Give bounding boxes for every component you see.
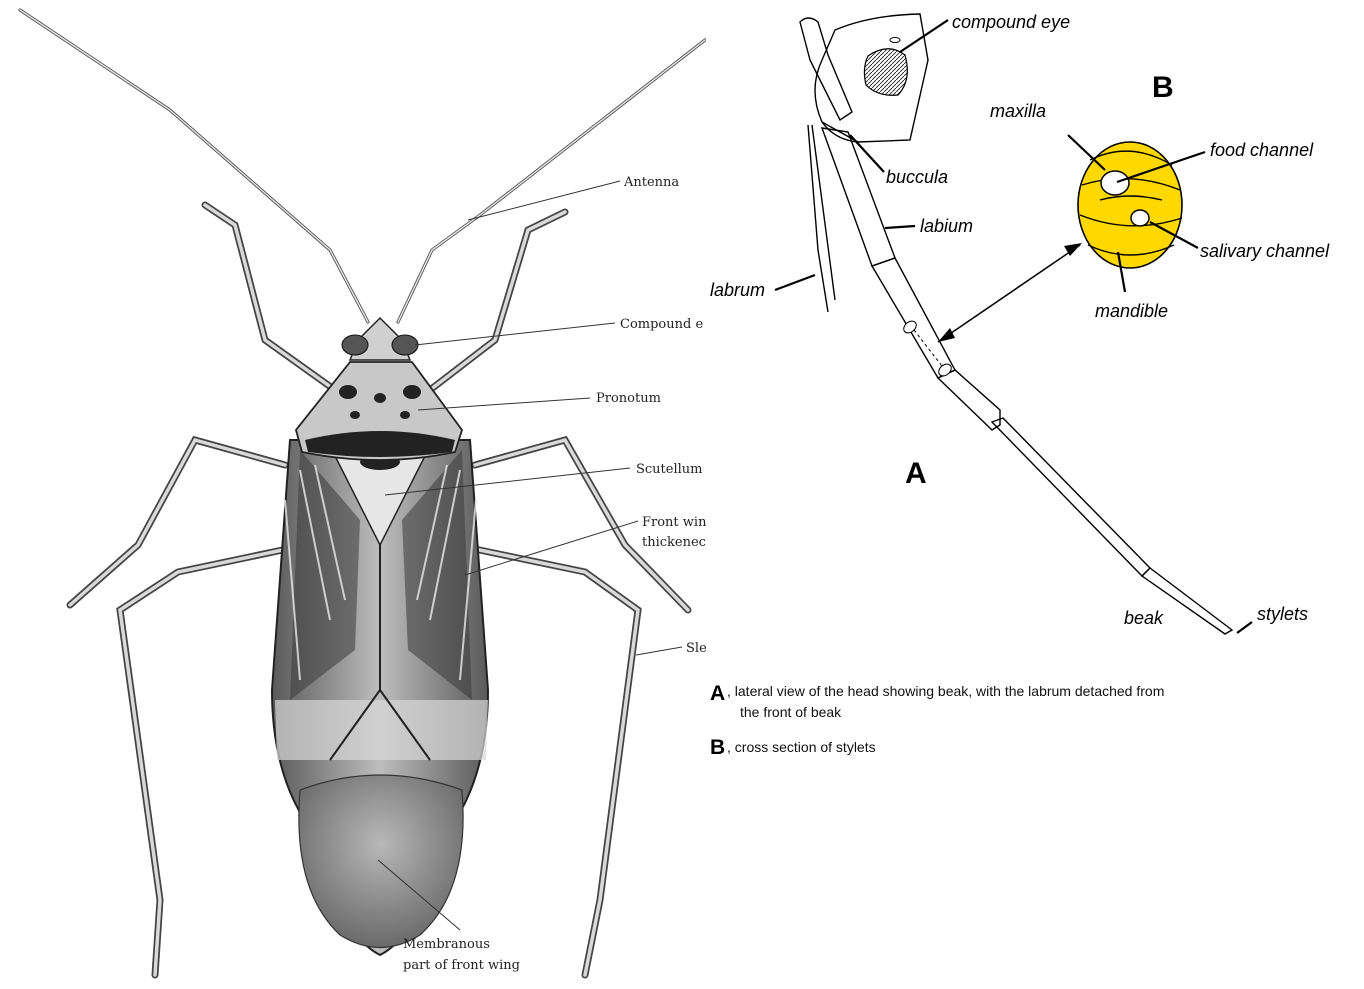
wing-pale-band bbox=[275, 700, 488, 760]
bug-eye-left bbox=[342, 335, 368, 355]
stylets-label: stylets bbox=[1257, 604, 1308, 624]
plant-bug-illustration: Antenna Compound e Pronotum Scutellum Fr… bbox=[20, 10, 707, 975]
labrum-label: labrum bbox=[710, 280, 765, 300]
labium-label: labium bbox=[920, 216, 973, 236]
caption-a-text-line1: , lateral view of the head showing beak,… bbox=[727, 683, 1164, 699]
stylet-cross-section bbox=[1078, 142, 1182, 268]
compound-eye-label: compound eye bbox=[952, 12, 1070, 32]
food-channel-label: food channel bbox=[1210, 140, 1314, 160]
stylet-bundle bbox=[1078, 142, 1182, 268]
antennae bbox=[20, 10, 705, 322]
buccula-label: buccula bbox=[886, 167, 948, 187]
caption-b-letter: B bbox=[710, 736, 725, 759]
front-wing-label-line1: Front win bbox=[642, 515, 707, 530]
pronotum-label: Pronotum bbox=[596, 391, 661, 406]
caption-b-text: , cross section of stylets bbox=[727, 739, 876, 755]
antenna-label: Antenna bbox=[623, 175, 679, 190]
salivary-channel-label: salivary channel bbox=[1200, 241, 1330, 261]
maxilla-label: maxilla bbox=[990, 101, 1046, 121]
scutellum-label: Scutellum bbox=[636, 462, 703, 477]
caption-a-letter: A bbox=[710, 682, 725, 705]
food-channel-hole bbox=[1101, 171, 1129, 195]
membranous-wing bbox=[299, 775, 463, 948]
panel-letter-a: A bbox=[905, 457, 927, 490]
bug-compound-eye-label: Compound e bbox=[620, 317, 703, 332]
membranous-label-line2: part of front wing bbox=[403, 958, 520, 973]
panel-letter-b: B bbox=[1152, 71, 1174, 104]
front-wing-label-line2: thickenec bbox=[642, 535, 706, 550]
bug-eye-right bbox=[392, 335, 418, 355]
membranous-label-line1: Membranous bbox=[403, 937, 490, 952]
caption-a-text-line2: the front of beak bbox=[740, 704, 842, 720]
hatched-compound-eye bbox=[864, 49, 907, 96]
leg-label: Sle bbox=[686, 641, 707, 656]
salivary-channel-hole bbox=[1131, 210, 1149, 226]
mandible-label: mandible bbox=[1095, 301, 1168, 321]
beak-label: beak bbox=[1124, 608, 1164, 628]
